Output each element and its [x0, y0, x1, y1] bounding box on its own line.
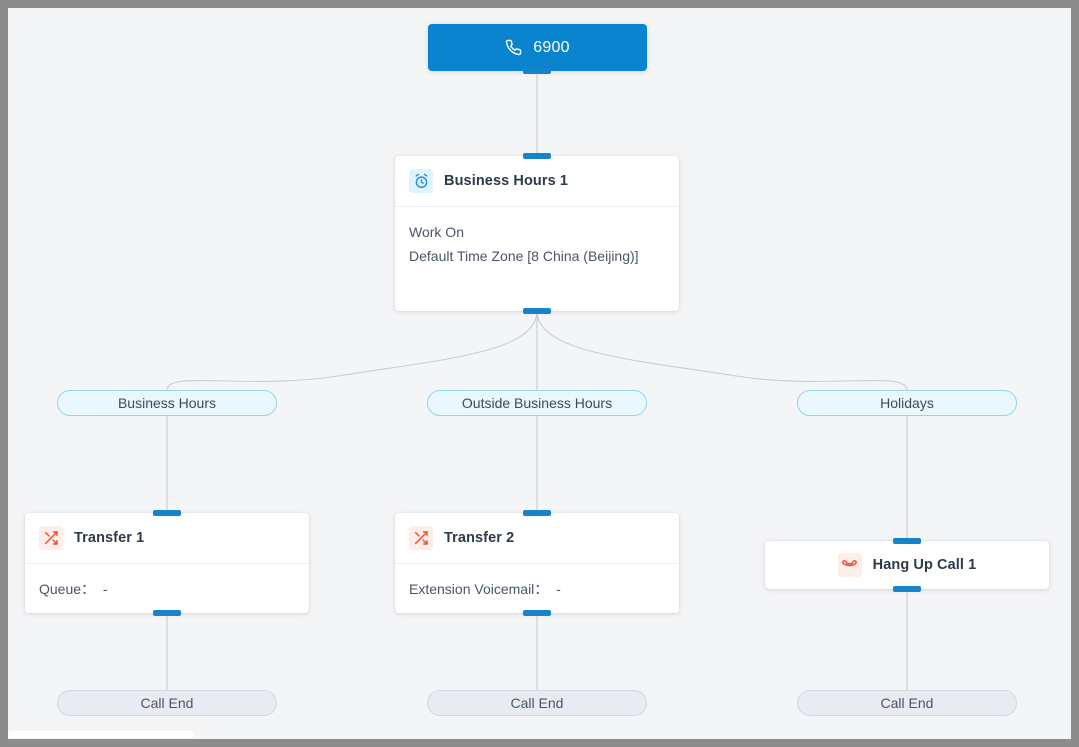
- connector-tab-transfer-1-top[interactable]: [153, 510, 181, 516]
- branch-pill-business-hours[interactable]: Business Hours: [57, 390, 277, 416]
- inbound-number-label: 6900: [533, 38, 570, 56]
- node-business-hours-title: Business Hours 1: [444, 173, 569, 189]
- horizontal-scrollbar-thumb[interactable]: [8, 731, 194, 738]
- node-transfer-1[interactable]: Transfer 1 Queue： -: [25, 510, 309, 616]
- call-end-pill-right[interactable]: Call End: [797, 690, 1017, 716]
- connector-tab-hang-up-bottom[interactable]: [893, 586, 921, 592]
- connector-tab-hang-up-top[interactable]: [893, 538, 921, 544]
- transfer-2-extension-voicemail: Extension Voicemail： -: [409, 581, 561, 597]
- transfer-1-queue: Queue： -: [39, 581, 108, 597]
- business-hours-timezone: Default Time Zone [8 China (Beijing)]: [409, 248, 639, 264]
- node-transfer-2-title: Transfer 2: [444, 530, 515, 546]
- edge-layer: [166, 71, 908, 690]
- connector-tab-business-hours-top[interactable]: [523, 153, 551, 159]
- node-hang-up-call-title: Hang Up Call 1: [872, 557, 977, 573]
- call-end-pill-center[interactable]: Call End: [427, 690, 647, 716]
- shuffle-icon: [39, 526, 63, 550]
- node-transfer-2-header: Transfer 2: [395, 513, 679, 564]
- node-business-hours-body: Work On Default Time Zone [8 China (Beij…: [395, 207, 679, 283]
- call-end-pill-left[interactable]: Call End: [57, 690, 277, 716]
- edge-bh-to-branch-right: [536, 310, 908, 391]
- node-business-hours-header: Business Hours 1: [395, 156, 679, 207]
- hang-up-icon: [837, 553, 862, 577]
- connector-tab-business-hours-bottom[interactable]: [523, 308, 551, 314]
- alarm-clock-icon: [409, 169, 433, 193]
- branch-pill-outside-business-hours[interactable]: Outside Business Hours: [427, 390, 647, 416]
- node-hang-up-call[interactable]: Hang Up Call 1: [765, 538, 1049, 592]
- node-hang-up-call-header: Hang Up Call 1: [765, 541, 1049, 589]
- flow-canvas[interactable]: 6900 Business Hours 1: [8, 8, 1071, 731]
- branch-pill-holidays[interactable]: Holidays: [797, 390, 1017, 416]
- flow-diagram: 6900 Business Hours 1: [8, 8, 1071, 731]
- connector-tab-transfer-1-bottom[interactable]: [153, 610, 181, 616]
- connector-tab-transfer-2-bottom[interactable]: [523, 610, 551, 616]
- node-transfer-1-header: Transfer 1: [25, 513, 309, 564]
- node-transfer-2-body: Extension Voicemail： -: [395, 564, 679, 616]
- phone-icon: [505, 39, 522, 56]
- node-business-hours[interactable]: Business Hours 1 Work On Default Time Zo…: [395, 153, 679, 314]
- connector-tab-transfer-2-top[interactable]: [523, 510, 551, 516]
- connector-tab-root-bottom[interactable]: [523, 68, 551, 74]
- node-transfer-1-title: Transfer 1: [74, 530, 145, 546]
- business-hours-work-state: Work On: [409, 224, 464, 240]
- edge-bh-to-branch-left: [166, 310, 538, 391]
- horizontal-scrollbar-track[interactable]: [8, 730, 1071, 739]
- node-transfer-1-body: Queue： -: [25, 564, 309, 616]
- node-transfer-2[interactable]: Transfer 2 Extension Voicemail： -: [395, 510, 679, 616]
- node-inbound-number[interactable]: 6900: [428, 24, 647, 74]
- shuffle-icon: [409, 526, 433, 550]
